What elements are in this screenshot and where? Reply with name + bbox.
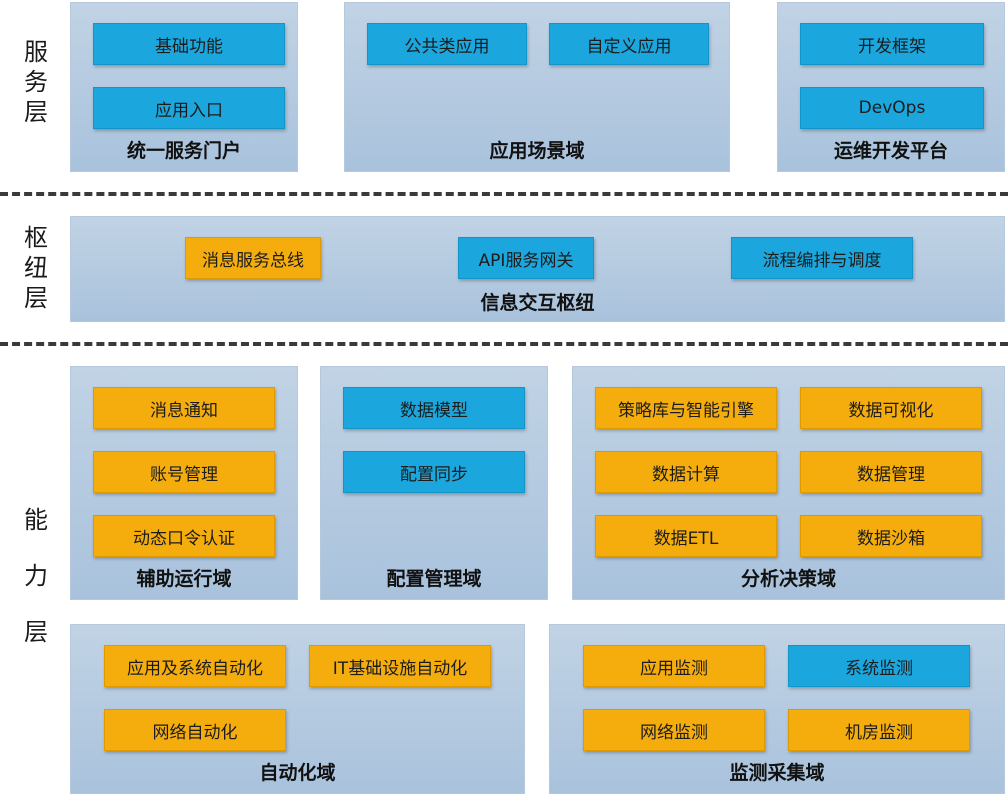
panel-title: 自动化域: [259, 762, 336, 784]
box-api-gateway[interactable]: API服务网关: [458, 237, 594, 279]
panel-analysis-decision: 策略库与智能引擎 数据可视化 数据计算 数据管理 数据ETL 数据沙箱 分析决策…: [572, 366, 1005, 600]
panel-title: 辅助运行域: [136, 568, 232, 590]
panel-title: 运维开发平台: [833, 140, 948, 162]
panel-automation: 应用及系统自动化 IT基础设施自动化 网络自动化 自动化域: [70, 624, 525, 794]
panel-monitoring-collection: 应用监测 系统监测 网络监测 机房监测 监测采集域: [549, 624, 1005, 794]
panel-devops-platform: 开发框架 DevOps 运维开发平台: [777, 2, 1005, 172]
layer-label-char: 服: [24, 38, 48, 66]
layer-label-char: 能: [24, 506, 48, 534]
panel-title: 监测采集域: [729, 762, 825, 784]
box-app-entry[interactable]: 应用入口: [93, 87, 285, 129]
box-app-monitoring[interactable]: 应用监测: [583, 645, 765, 687]
box-app-system-automation[interactable]: 应用及系统自动化: [104, 645, 286, 687]
box-system-monitoring[interactable]: 系统监测: [788, 645, 970, 687]
box-config-sync[interactable]: 配置同步: [343, 451, 525, 493]
panel-config-management: 数据模型 配置同步 配置管理域: [320, 366, 548, 600]
box-server-room-monitoring[interactable]: 机房监测: [788, 709, 970, 751]
box-dev-framework[interactable]: 开发框架: [800, 23, 984, 65]
layer-label-char: 层: [24, 284, 48, 312]
box-data-visualization[interactable]: 数据可视化: [800, 387, 982, 429]
panel-title: 分析决策域: [740, 568, 836, 590]
panel-title: 应用场景域: [489, 140, 585, 162]
layer-label-service: 服 务 层: [20, 40, 52, 124]
layer-label-char: 纽: [24, 254, 48, 282]
box-network-automation[interactable]: 网络自动化: [104, 709, 286, 751]
panel-title: 配置管理域: [386, 568, 482, 590]
layer-label-char: 层: [24, 98, 48, 126]
box-data-sandbox[interactable]: 数据沙箱: [800, 515, 982, 557]
box-it-infra-automation[interactable]: IT基础设施自动化: [309, 645, 491, 687]
layer-label-char: 务: [24, 68, 48, 96]
box-basic-functions[interactable]: 基础功能: [93, 23, 285, 65]
layer-label-capability: 能 力 层: [20, 508, 52, 644]
box-message-bus[interactable]: 消息服务总线: [185, 237, 321, 279]
layer-label-char: 枢: [24, 224, 48, 252]
box-account-management[interactable]: 账号管理: [93, 451, 275, 493]
box-network-monitoring[interactable]: 网络监测: [583, 709, 765, 751]
panel-unified-service-portal: 基础功能 应用入口 统一服务门户: [70, 2, 298, 172]
box-devops[interactable]: DevOps: [800, 87, 984, 129]
panel-title: 信息交互枢纽: [480, 292, 595, 314]
box-message-notification[interactable]: 消息通知: [93, 387, 275, 429]
panel-auxiliary-operation: 消息通知 账号管理 动态口令认证 辅助运行域: [70, 366, 298, 600]
layer-label-char: 力: [24, 562, 48, 590]
box-process-orchestration[interactable]: 流程编排与调度: [731, 237, 913, 279]
panel-info-exchange-hub: 消息服务总线 API服务网关 流程编排与调度 信息交互枢纽: [70, 216, 1005, 322]
box-public-apps[interactable]: 公共类应用: [367, 23, 527, 65]
panel-application-scenarios: 公共类应用 自定义应用 应用场景域: [344, 2, 730, 172]
box-data-etl[interactable]: 数据ETL: [595, 515, 777, 557]
box-strategy-engine[interactable]: 策略库与智能引擎: [595, 387, 777, 429]
panel-title: 统一服务门户: [126, 140, 241, 162]
layer-divider: [0, 192, 1008, 196]
box-data-management[interactable]: 数据管理: [800, 451, 982, 493]
box-data-computing[interactable]: 数据计算: [595, 451, 777, 493]
layer-label-hub: 枢 纽 层: [20, 226, 52, 310]
box-dynamic-password-auth[interactable]: 动态口令认证: [93, 515, 275, 557]
box-data-model[interactable]: 数据模型: [343, 387, 525, 429]
box-custom-apps[interactable]: 自定义应用: [549, 23, 709, 65]
layer-label-char: 层: [24, 618, 48, 646]
layer-divider: [0, 342, 1008, 346]
